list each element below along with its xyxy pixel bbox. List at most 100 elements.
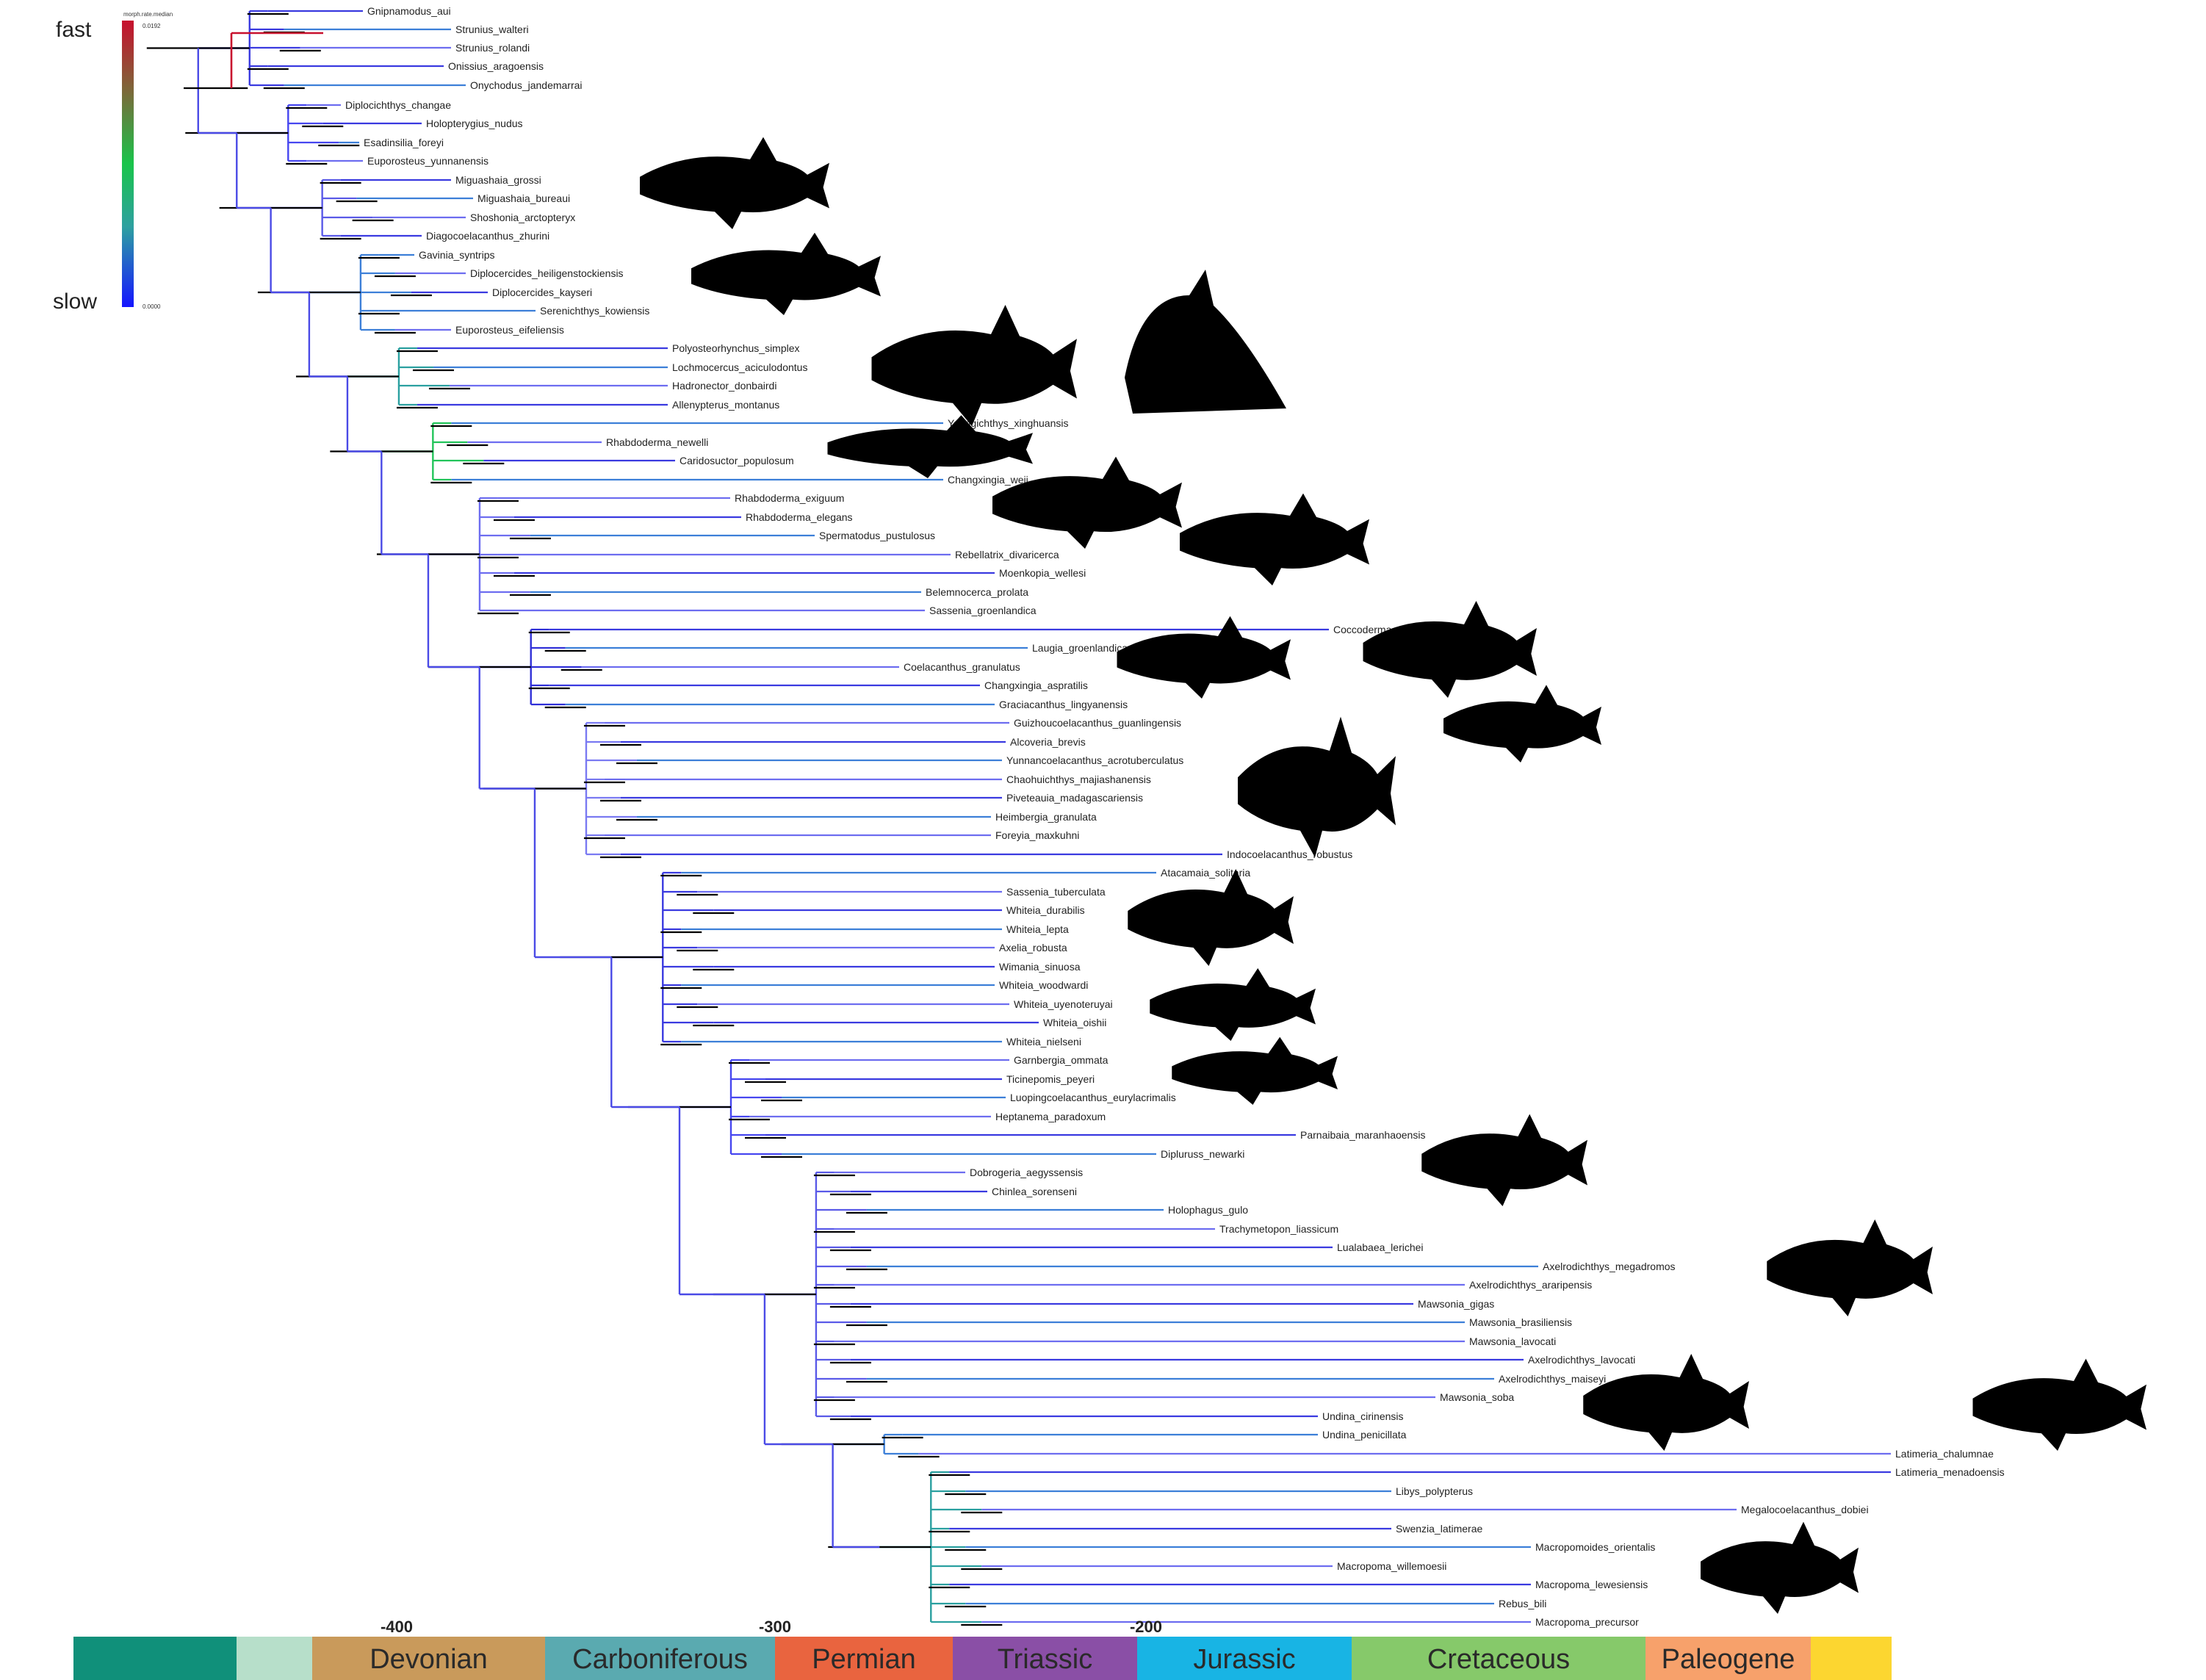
taxon-label: Hadronector_donbairdi bbox=[672, 380, 776, 392]
taxon-label: Axelrodichthys_araripensis bbox=[1469, 1279, 1592, 1291]
taxon-label: Belemnocerca_prolata bbox=[926, 586, 1028, 598]
taxon-label: Libys_polypterus bbox=[1396, 1485, 1473, 1497]
taxon-label: Miguashaia_bureaui bbox=[477, 192, 570, 204]
taxon-label: Luopingcoelacanthus_eurylacrimalis bbox=[1010, 1092, 1176, 1103]
fish-silhouette-icon bbox=[1363, 601, 1537, 698]
taxon-label: Onissius_aragoensis bbox=[448, 60, 544, 72]
taxon-label: Trachymetopon_liassicum bbox=[1219, 1223, 1338, 1235]
fish-silhouettes bbox=[640, 137, 2146, 1614]
period-band bbox=[73, 1637, 237, 1680]
taxon-label: Sassenia_groenlandica bbox=[929, 605, 1037, 616]
taxon-label: Axelrodichthys_megadromos bbox=[1543, 1261, 1676, 1272]
period-label: Permian bbox=[812, 1644, 916, 1675]
taxon-label: Dobrogeria_aegyssensis bbox=[970, 1167, 1083, 1178]
taxon-label: Miguashaia_grossi bbox=[455, 174, 541, 186]
period-band bbox=[775, 1637, 953, 1680]
fish-silhouette-icon bbox=[1180, 493, 1369, 585]
taxon-label: Dipluruss_newarki bbox=[1161, 1148, 1244, 1160]
taxon-label: Garnbergia_ommata bbox=[1014, 1054, 1109, 1066]
taxon-label: Diplocichthys_changae bbox=[345, 99, 451, 111]
taxon-label: Esadinsilia_foreyi bbox=[364, 137, 444, 148]
taxon-label: Holophagus_gulo bbox=[1168, 1204, 1248, 1216]
period-band bbox=[1811, 1637, 1892, 1680]
taxon-label: Lochmocercus_aciculodontus bbox=[672, 361, 807, 373]
fish-silhouette-icon bbox=[1443, 685, 1601, 763]
taxon-label: Euporosteus_eifeliensis bbox=[455, 324, 564, 336]
period-label: Paleogene bbox=[1662, 1644, 1795, 1675]
taxon-label: Piveteauia_madagascariensis bbox=[1006, 792, 1143, 804]
taxon-label: Allenypterus_montanus bbox=[672, 399, 779, 411]
taxon-label: Ticinepomis_peyeri bbox=[1006, 1073, 1095, 1085]
taxon-label: Shoshonia_arctopteryx bbox=[470, 212, 575, 223]
taxon-label: Laugia_groenlandica bbox=[1032, 642, 1128, 654]
taxon-label: Whiteia_nielseni bbox=[1006, 1036, 1081, 1048]
fish-silhouette-icon bbox=[1125, 270, 1286, 414]
taxon-label: Coelacanthus_granulatus bbox=[904, 661, 1020, 673]
taxon-label: Heimbergia_granulata bbox=[995, 811, 1097, 823]
period-band bbox=[545, 1637, 775, 1680]
taxon-label: Strunius_walteri bbox=[455, 24, 529, 35]
legend-max-value: 0.0192 bbox=[143, 23, 161, 29]
period-label: Jurassic bbox=[1193, 1644, 1295, 1675]
taxon-label: Axelrodichthys_lavocati bbox=[1528, 1354, 1635, 1366]
taxon-label: Whiteia_durabilis bbox=[1006, 904, 1085, 916]
taxon-label: Macropoma_precursor bbox=[1535, 1616, 1639, 1628]
time-axis-tick: -200 bbox=[1130, 1618, 1162, 1636]
taxon-label: Axelrodichthys_maiseyi bbox=[1499, 1373, 1606, 1385]
period-band bbox=[312, 1637, 545, 1680]
legend-title: morph.rate.median bbox=[123, 11, 173, 18]
taxon-label: Whiteia_lepta bbox=[1006, 923, 1069, 935]
taxon-label: Rebus_bili bbox=[1499, 1598, 1546, 1609]
taxon-label: Diplocercides_kayseri bbox=[492, 286, 592, 298]
legend-fast-label: fast bbox=[56, 18, 92, 42]
taxon-label: Gnipnamodus_aui bbox=[367, 5, 451, 17]
taxon-label: Serenichthys_kowiensis bbox=[540, 305, 649, 317]
period-label: Carboniferous bbox=[572, 1644, 748, 1675]
taxon-label: Chaohuichthys_majiashanensis bbox=[1006, 774, 1151, 785]
taxon-label: Foreyia_maxkuhni bbox=[995, 829, 1079, 841]
taxon-label: Wimania_sinuosa bbox=[999, 961, 1081, 973]
fish-silhouette-icon bbox=[1150, 968, 1316, 1041]
fish-silhouette-icon bbox=[1172, 1037, 1338, 1105]
taxon-label: Whiteia_woodwardi bbox=[999, 979, 1088, 991]
taxon-label: Latimeria_chalumnae bbox=[1895, 1448, 1994, 1460]
taxon-label: Rebellatrix_divaricerca bbox=[955, 549, 1059, 560]
taxon-label: Undina_cirinensis bbox=[1322, 1410, 1404, 1422]
fish-silhouette-icon bbox=[640, 137, 829, 229]
time-axis-tick: -400 bbox=[381, 1618, 413, 1636]
fish-silhouette-icon bbox=[1972, 1358, 2146, 1451]
period-band bbox=[1137, 1637, 1352, 1680]
rate-color-bar bbox=[122, 21, 134, 307]
taxon-label: Diagocoelacanthus_zhurini bbox=[426, 230, 549, 242]
taxon-label: Mawsonia_lavocati bbox=[1469, 1335, 1556, 1347]
fish-silhouette-icon bbox=[992, 456, 1182, 549]
fish-silhouette-icon bbox=[1128, 869, 1294, 966]
taxon-label: Rhabdoderma_exiguum bbox=[735, 492, 844, 504]
taxon-label: Diplocercides_heiligenstockiensis bbox=[470, 267, 624, 279]
fish-silhouette-icon bbox=[691, 232, 881, 315]
taxon-label: Gavinia_syntrips bbox=[419, 249, 495, 261]
taxon-label: Whiteia_oishii bbox=[1043, 1017, 1106, 1028]
taxon-label: Atacamaia_solitaria bbox=[1161, 867, 1250, 879]
taxon-label: Holopterygius_nudus bbox=[426, 118, 523, 129]
taxon-label: Yunnancoelacanthus_acrotuberculatus bbox=[1006, 754, 1183, 766]
taxon-label: Mawsonia_gigas bbox=[1418, 1298, 1494, 1310]
taxon-label: Heptanema_paradoxum bbox=[995, 1111, 1106, 1122]
taxon-label: Mawsonia_soba bbox=[1440, 1391, 1514, 1403]
fish-silhouette-icon bbox=[871, 305, 1077, 426]
taxon-label: Changxingia_weii bbox=[948, 474, 1028, 486]
taxon-label: Polyosteorhynchus_simplex bbox=[672, 342, 800, 354]
taxon-label: Changxingia_aspratilis bbox=[984, 679, 1088, 691]
taxon-label: Youngichthys_xinghuansis bbox=[948, 417, 1069, 429]
taxon-label: Chinlea_sorenseni bbox=[992, 1186, 1077, 1197]
taxon-label: Guizhoucoelacanthus_guanlingensis bbox=[1014, 717, 1181, 729]
fish-silhouette-icon bbox=[1117, 616, 1291, 699]
taxon-label: Macropoma_willemoesii bbox=[1337, 1560, 1446, 1572]
fish-silhouette-icon bbox=[827, 415, 1033, 478]
taxon-label: Spermatodus_pustulosus bbox=[819, 530, 935, 541]
taxon-label: Mawsonia_brasiliensis bbox=[1469, 1316, 1572, 1328]
taxon-label: Sassenia_tuberculata bbox=[1006, 886, 1106, 898]
taxon-labels: Gnipnamodus_auiStrunius_walteriStrunius_… bbox=[345, 5, 2005, 1628]
